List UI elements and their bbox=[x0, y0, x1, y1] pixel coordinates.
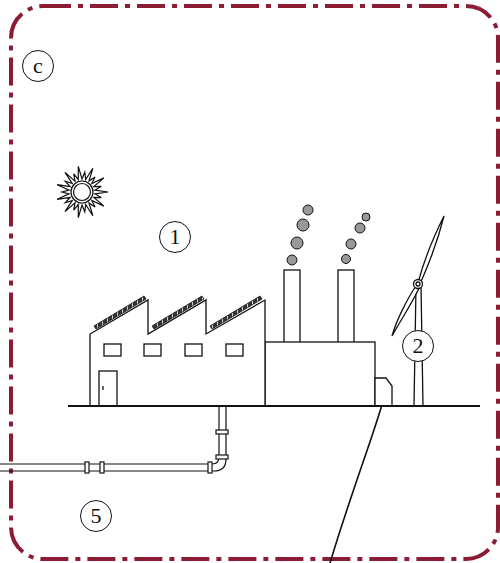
power-cable bbox=[330, 398, 384, 563]
callout-number: 5 bbox=[80, 500, 112, 532]
smoke bbox=[287, 205, 370, 265]
wind-turbine bbox=[392, 216, 444, 406]
callout-number: c bbox=[22, 50, 54, 82]
callout-number: 1 bbox=[159, 221, 191, 253]
callout-number: 2 bbox=[402, 330, 434, 362]
factory-building bbox=[90, 270, 392, 406]
region-border bbox=[11, 6, 498, 559]
solar-panels bbox=[94, 296, 262, 329]
sun-symbol bbox=[57, 166, 108, 217]
pipe bbox=[0, 406, 228, 473]
ground-line bbox=[68, 405, 480, 407]
sun-rays bbox=[57, 166, 108, 217]
